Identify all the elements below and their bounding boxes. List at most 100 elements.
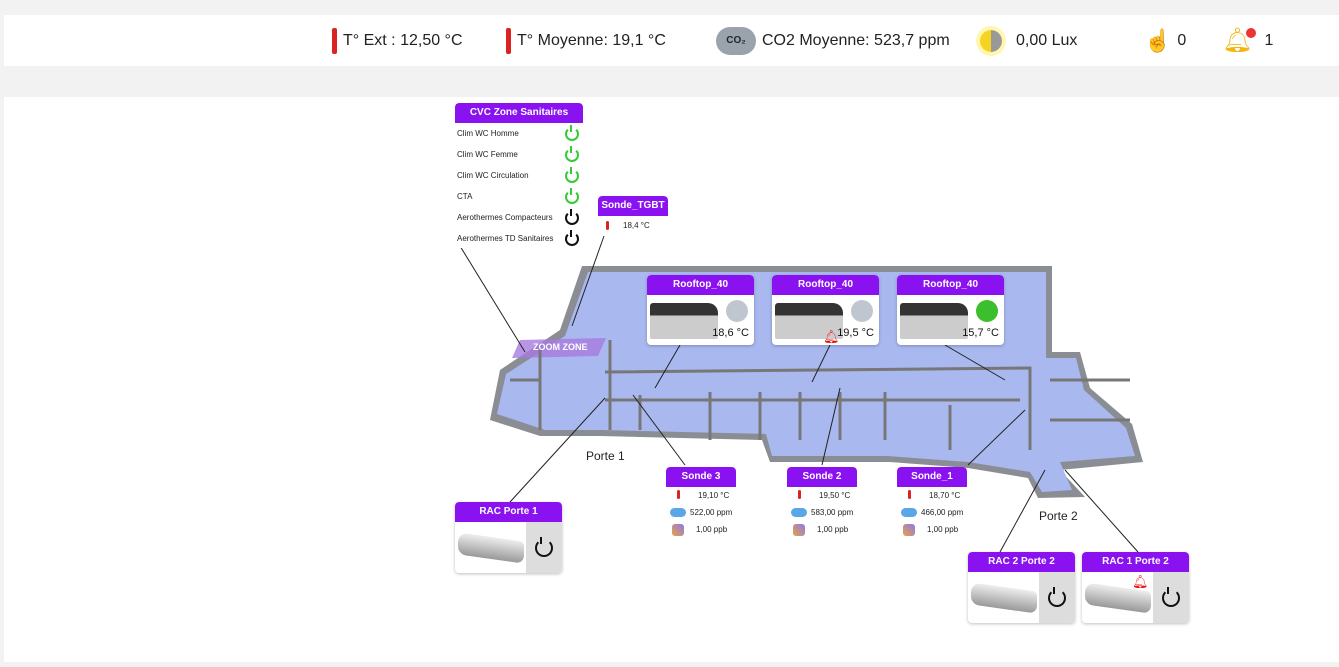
cvc-item-label: CTA [457,192,473,201]
touch-count: 0 [1177,31,1187,49]
air-curtain-image [971,582,1037,614]
power-icon[interactable] [565,145,579,162]
power-icon [1162,586,1180,607]
co2-cloud-icon: CO₂ [716,26,756,55]
rac-card[interactable]: RAC Porte 1 [455,502,562,573]
card-title: Rooftop_40 [647,275,754,295]
card-title: Sonde_TGBT [598,196,668,216]
card-title: Sonde 3 [666,467,736,487]
thermometer-icon [907,490,911,499]
hand-pointer-icon: ☝ [1144,27,1172,53]
average-temp: T° Moyenne: 19,1 °C [506,15,666,66]
power-icon[interactable] [565,229,579,246]
status-indicator [726,300,748,322]
cvc-item: CTA [455,186,583,207]
co2-value: 466,00 ppm [921,508,964,517]
sonde-tgbt-card: Sonde_TGBT 18,4 °C [598,196,668,236]
porte1-label: Porte 1 [586,449,625,463]
exterior-temp: T° Ext : 12,50 °C [332,15,463,66]
power-icon[interactable] [565,124,579,141]
luminosity: 0,00 Lux [972,15,1077,66]
power-button[interactable] [1039,572,1075,623]
cvc-item-label: Aerothermes Compacteurs [457,213,553,222]
status-indicator [851,300,873,322]
card-title: RAC Porte 1 [455,502,562,522]
alarm-bell-icon: 🔔︎ [1132,574,1149,589]
walls [510,340,1130,450]
cvc-item-label: Clim WC Homme [457,129,519,138]
power-button[interactable] [1153,572,1189,623]
voc-value: 1,00 ppb [817,525,849,534]
card-title: Sonde_1 [897,467,967,487]
average-co2: CO₂ CO2 Moyenne: 523,7 ppm [716,15,950,66]
temp-value: 19,10 °C [698,491,730,500]
connector-lines [459,235,1139,553]
zoom-zone [512,338,606,358]
power-button[interactable] [526,522,562,573]
zoom-zone-label[interactable]: ZOOM ZONE [533,342,588,352]
rac-card[interactable]: RAC 1 Porte 2 🔔︎ [1082,552,1189,623]
temp-value: 19,5 °C [837,327,874,339]
cvc-item-label: Clim WC Femme [457,150,518,159]
temp-value: 19,50 °C [819,491,851,500]
co2-value: 522,00 ppm [690,508,733,517]
power-icon [1048,586,1066,607]
voc-value: 1,00 ppb [927,525,959,534]
cvc-item-label: Clim WC Circulation [457,171,529,180]
top-status-bar: T° Ext : 12,50 °C T° Moyenne: 19,1 °C CO… [4,15,1339,66]
co2-cloud-icon [791,508,807,517]
card-title: Sonde 2 [787,467,857,487]
lux-value: 0,00 Lux [1016,31,1078,49]
voc-molecule-icon [672,523,684,536]
sun-icon [980,29,1002,52]
cvc-item: Aerothermes Compacteurs [455,207,583,228]
average-co2-value: CO2 Moyenne: 523,7 ppm [762,31,950,49]
rooftop-unit-image [775,303,843,339]
co2-value: 583,00 ppm [811,508,854,517]
exterior-temp-value: T° Ext : 12,50 °C [343,31,463,49]
cvc-item: Clim WC Circulation [455,165,583,186]
rooftop-card[interactable]: Rooftop_40 18,6 °C [647,275,754,345]
sonde-card[interactable]: Sonde_1 18,70 °C 466,00 ppm 1,00 ppb [897,467,967,541]
temp-value: 18,4 °C [623,220,650,230]
temp-value: 18,70 °C [929,491,961,500]
thermometer-icon [506,27,511,54]
power-icon[interactable] [565,166,579,183]
thermometer-icon [606,220,609,230]
card-title: RAC 2 Porte 2 [968,552,1075,572]
card-title: Rooftop_40 [772,275,879,295]
alarm-bell-icon: 🔔︎ [823,329,840,344]
temp-value: 15,7 °C [962,327,999,339]
touch-counter[interactable]: ☝0 [1144,15,1186,66]
cvc-item-label: Aerothermes TD Sanitaires [457,234,554,243]
air-curtain-image [458,532,524,564]
cvc-item: Clim WC Homme [455,123,583,144]
card-title: Rooftop_40 [897,275,1004,295]
rooftop-card[interactable]: Rooftop_40 15,7 °C [897,275,1004,345]
sonde-card[interactable]: Sonde 3 19,10 °C 522,00 ppm 1,00 ppb [666,467,736,541]
thermometer-icon [676,490,680,499]
status-indicator [976,300,998,322]
voc-molecule-icon [793,523,805,536]
alert-count: 1 [1264,31,1274,49]
co2-cloud-icon [670,508,686,517]
co2-cloud-icon [901,508,917,517]
rooftop-card[interactable]: Rooftop_40 🔔︎ 19,5 °C [772,275,879,345]
power-icon[interactable] [565,187,579,204]
rooftop-unit-image [900,303,968,339]
power-icon[interactable] [565,208,579,225]
alerts-counter[interactable]: 🔔︎ 1 [1222,15,1273,66]
cvc-item: Clim WC Femme [455,144,583,165]
bell-icon: 🔔︎ [1222,26,1257,55]
rac-card[interactable]: RAC 2 Porte 2 [968,552,1075,623]
thermometer-icon [797,490,801,499]
voc-molecule-icon [903,523,915,536]
sonde-card[interactable]: Sonde 2 19,50 °C 583,00 ppm 1,00 ppb [787,467,857,541]
card-title: RAC 1 Porte 2 [1082,552,1189,572]
rooftop-unit-image [650,303,718,339]
voc-value: 1,00 ppb [696,525,728,534]
temp-value: 18,6 °C [712,327,749,339]
card-title: CVC Zone Sanitaires [455,103,583,123]
porte2-label: Porte 2 [1039,509,1078,523]
